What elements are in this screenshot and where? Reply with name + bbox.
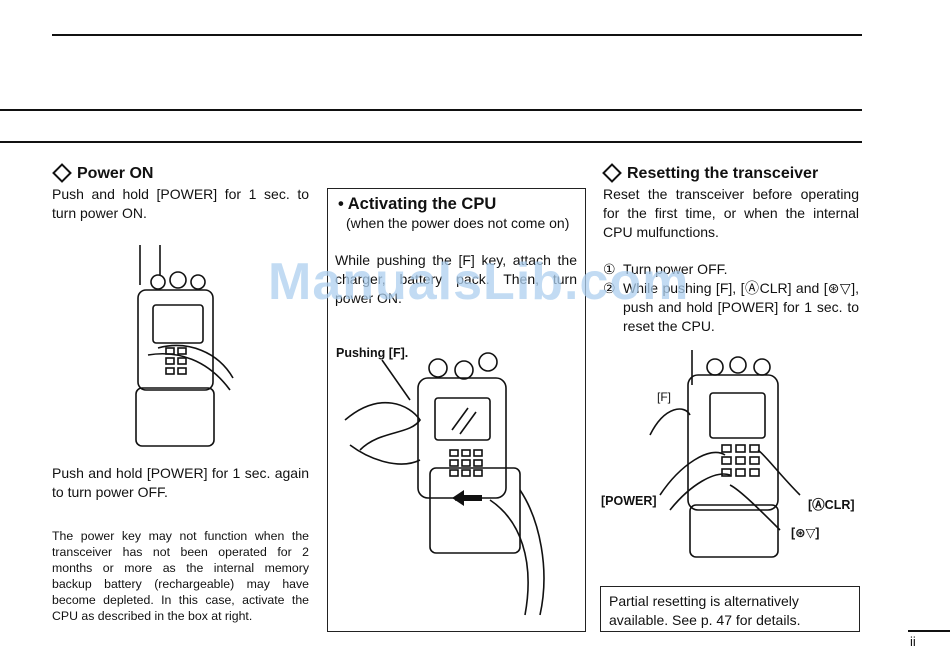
diamond-icon [602, 163, 622, 184]
page-number-rule [908, 630, 950, 632]
label-clr: [ⒶCLR] [808, 498, 855, 512]
power-on-instruction: Push and hold [POWER] for 1 sec. to turn… [52, 186, 309, 221]
radio-reset-illustration [649, 350, 801, 558]
power-key-note: The power key may not function when the … [52, 529, 309, 623]
activating-cpu-heading: • Activating the CPU [338, 195, 497, 213]
top-rule [52, 34, 862, 36]
section-rule [0, 141, 862, 143]
label-f: [F] [657, 390, 671, 404]
watermark: ManualsLib.com [268, 253, 690, 311]
diamond-icon [52, 163, 72, 184]
pushing-f-label: Pushing [F]. [336, 346, 409, 360]
partial-reset-box [600, 586, 860, 632]
label-down: [⊛▽] [791, 526, 820, 540]
partial-reset-note: Partial resetting is alternatively avail… [609, 593, 801, 628]
radio-activate-illustration [344, 352, 545, 616]
power-on-heading: Power ON [52, 163, 153, 184]
activating-cpu-instruction: While pushing the [F] key, attach the ch… [335, 252, 577, 306]
mid-rule [0, 109, 862, 111]
activating-cpu-subheading: (when the power does not come on) [346, 215, 570, 231]
page-number: ii [910, 634, 916, 649]
label-power: [POWER] [601, 494, 657, 508]
power-off-instruction: Push and hold [POWER] for 1 sec. again t… [52, 465, 309, 500]
activating-cpu-box [327, 188, 586, 632]
resetting-heading: Resetting the transceiver [602, 163, 818, 184]
resetting-intro: Reset the transceiver before operating f… [603, 186, 859, 240]
radio-power-illustration [135, 245, 234, 447]
